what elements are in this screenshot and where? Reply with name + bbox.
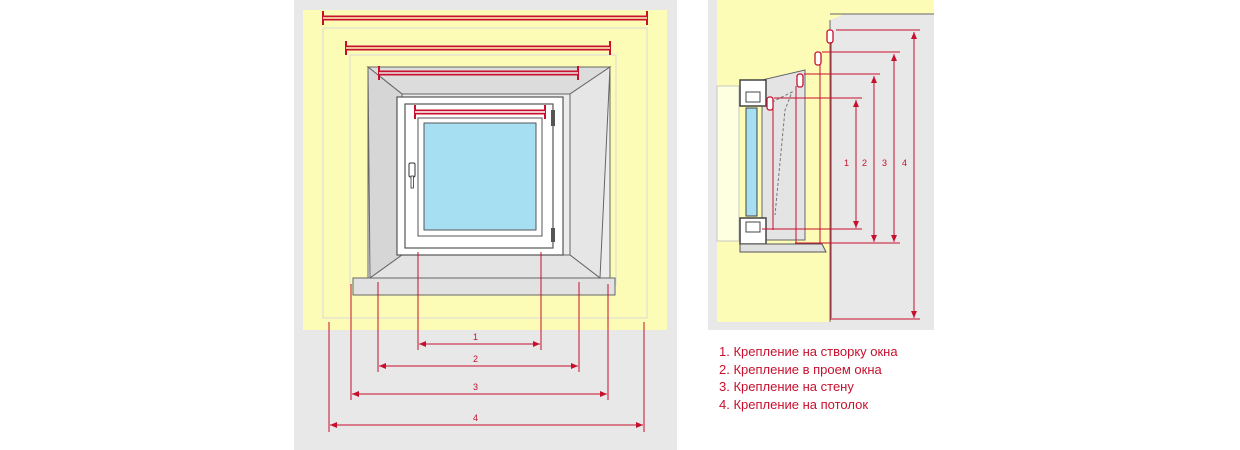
front-dimension-label-1: 1 (473, 332, 478, 342)
blind-marker-4 (826, 29, 834, 44)
blind-tube-3 (345, 41, 611, 55)
frame-profile-top-inner (745, 91, 761, 103)
side-dimension-arrows (853, 32, 917, 318)
hinge-icon (551, 228, 555, 242)
front-dimension-label-3: 3 (473, 382, 478, 392)
side-dimension-label-2: 2 (862, 158, 867, 168)
blind-tube-4 (322, 11, 648, 25)
side-sill (739, 243, 827, 253)
legend-item: 3. Крепление на стену (719, 379, 854, 394)
window-sill (352, 277, 616, 296)
front-dimension-label-4: 4 (473, 413, 478, 423)
side-glass (745, 107, 758, 217)
blind-marker-1 (766, 96, 774, 111)
hinge-icon (551, 110, 555, 126)
side-extension-lines (762, 29, 920, 320)
sash-hatch (771, 90, 793, 216)
frame-profile-bottom-inner (745, 221, 761, 233)
reveal-bottom (368, 254, 602, 279)
guide-rect-outer (322, 27, 648, 319)
blind-marker-3 (814, 51, 822, 66)
window-opening (716, 85, 740, 242)
blind-tube-1 (414, 105, 546, 119)
legend-item: 4. Крепление на потолок (719, 396, 869, 412)
side-dimension-label-1: 1 (844, 158, 849, 168)
side-blind-markers (766, 29, 834, 111)
legend-item: 2. Крепление в проем окна (719, 361, 882, 377)
blind-tube-2 (378, 66, 579, 80)
mounting-legend: 1. Крепление на створку окна 2. Креплени… (719, 343, 898, 413)
extension-lines (328, 252, 645, 432)
window-handle-icon (408, 162, 416, 178)
side-recess (761, 69, 806, 241)
side-dimension-label-4: 4 (902, 158, 907, 168)
front-dimension-label-2: 2 (473, 354, 478, 364)
window-glass (423, 122, 537, 231)
window-handle-lever (410, 175, 414, 189)
blind-marker-2 (796, 73, 804, 88)
front-dimension-arrows (330, 341, 643, 428)
side-dimension-label-3: 3 (882, 158, 887, 168)
legend-item: 1. Крепление на створку окна (719, 344, 898, 359)
front-view: 1 2 3 4 (294, 0, 677, 450)
side-view: 1 2 3 4 (708, 0, 934, 330)
